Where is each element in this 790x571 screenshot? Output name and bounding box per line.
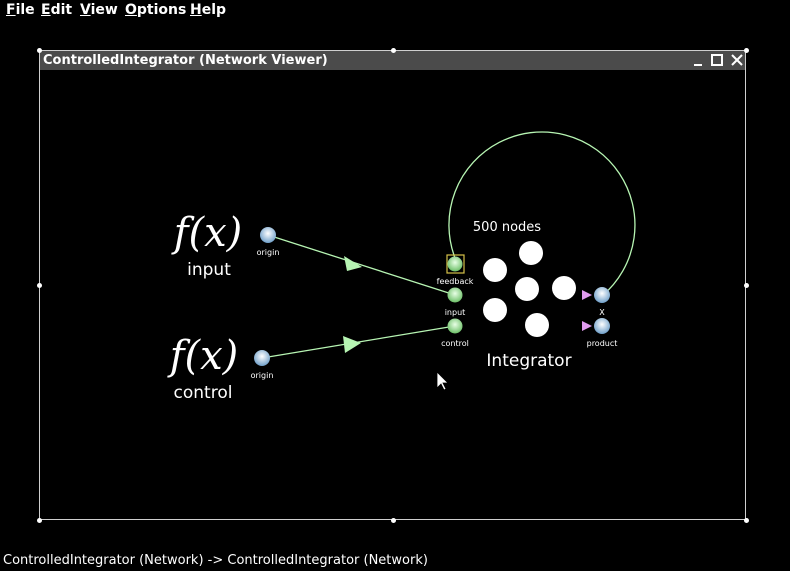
node-count: 500 nodes [473, 220, 541, 235]
menu-bar: File Edit View Options Help [0, 0, 790, 22]
function-control-node[interactable]: f(x) control origin [167, 333, 274, 403]
menu-view[interactable]: View [80, 2, 118, 18]
resize-handle-w[interactable] [37, 283, 42, 288]
maximize-icon [711, 54, 723, 66]
window-title: ControlledIntegrator (Network Viewer) [43, 53, 328, 68]
resize-handle-e[interactable] [744, 283, 749, 288]
menu-options[interactable]: Options [125, 2, 187, 18]
feedback-connection[interactable] [448, 131, 636, 297]
x-origin-label: X [599, 308, 605, 317]
origin-port[interactable] [260, 227, 276, 243]
input-label: input [445, 308, 466, 317]
minimize-icon [694, 64, 702, 66]
integrator-ensemble[interactable]: 500 nodes Integrator feedback input cont… [437, 220, 618, 371]
resize-handle-n[interactable] [391, 48, 396, 53]
function-name: control [174, 383, 233, 403]
window-titlebar[interactable]: ControlledIntegrator (Network Viewer) [40, 51, 745, 70]
resize-handle-se[interactable] [744, 518, 749, 523]
menu-file[interactable]: File [6, 2, 35, 18]
neuron [515, 277, 539, 301]
function-symbol: f(x) [167, 333, 239, 379]
resize-handle-nw[interactable] [37, 48, 42, 53]
resize-handle-s[interactable] [391, 518, 396, 523]
function-symbol: f(x) [171, 210, 243, 256]
function-name: input [187, 260, 231, 280]
resize-handle-sw[interactable] [37, 518, 42, 523]
ensemble-name: Integrator [486, 351, 571, 371]
neuron [519, 241, 543, 265]
feedback-label: feedback [437, 277, 474, 286]
status-bar: ControlledIntegrator (Network) -> Contro… [3, 553, 428, 568]
x-origin-arrow-icon [582, 290, 592, 300]
menu-help[interactable]: Help [190, 2, 227, 18]
resize-handle-ne[interactable] [744, 48, 749, 53]
origin-label: origin [251, 371, 274, 380]
connection-input[interactable] [267, 234, 456, 296]
product-origin-label: product [587, 339, 618, 348]
close-icon [731, 54, 743, 66]
connection-control[interactable] [261, 325, 456, 359]
neuron [552, 276, 576, 300]
arrow-input [344, 256, 362, 271]
feedback-port[interactable] [447, 256, 463, 272]
maximize-button[interactable] [708, 51, 726, 70]
neuron [483, 258, 507, 282]
close-button[interactable] [728, 51, 746, 70]
minimize-button[interactable] [689, 51, 707, 70]
origin-label: origin [257, 248, 280, 257]
control-label: control [441, 339, 469, 348]
product-origin-port[interactable] [594, 318, 610, 334]
neuron [483, 298, 507, 322]
input-port[interactable] [447, 287, 463, 303]
product-origin-arrow-icon [582, 321, 592, 331]
arrow-control [343, 336, 361, 353]
mouse-cursor-icon [436, 371, 449, 391]
neuron [525, 313, 549, 337]
function-input-node[interactable]: f(x) input origin [171, 210, 280, 280]
feedback-selection-box [446, 254, 465, 274]
origin-port[interactable] [254, 350, 270, 366]
control-port[interactable] [447, 318, 463, 334]
x-origin-port[interactable] [594, 287, 610, 303]
menu-edit[interactable]: Edit [41, 2, 73, 18]
